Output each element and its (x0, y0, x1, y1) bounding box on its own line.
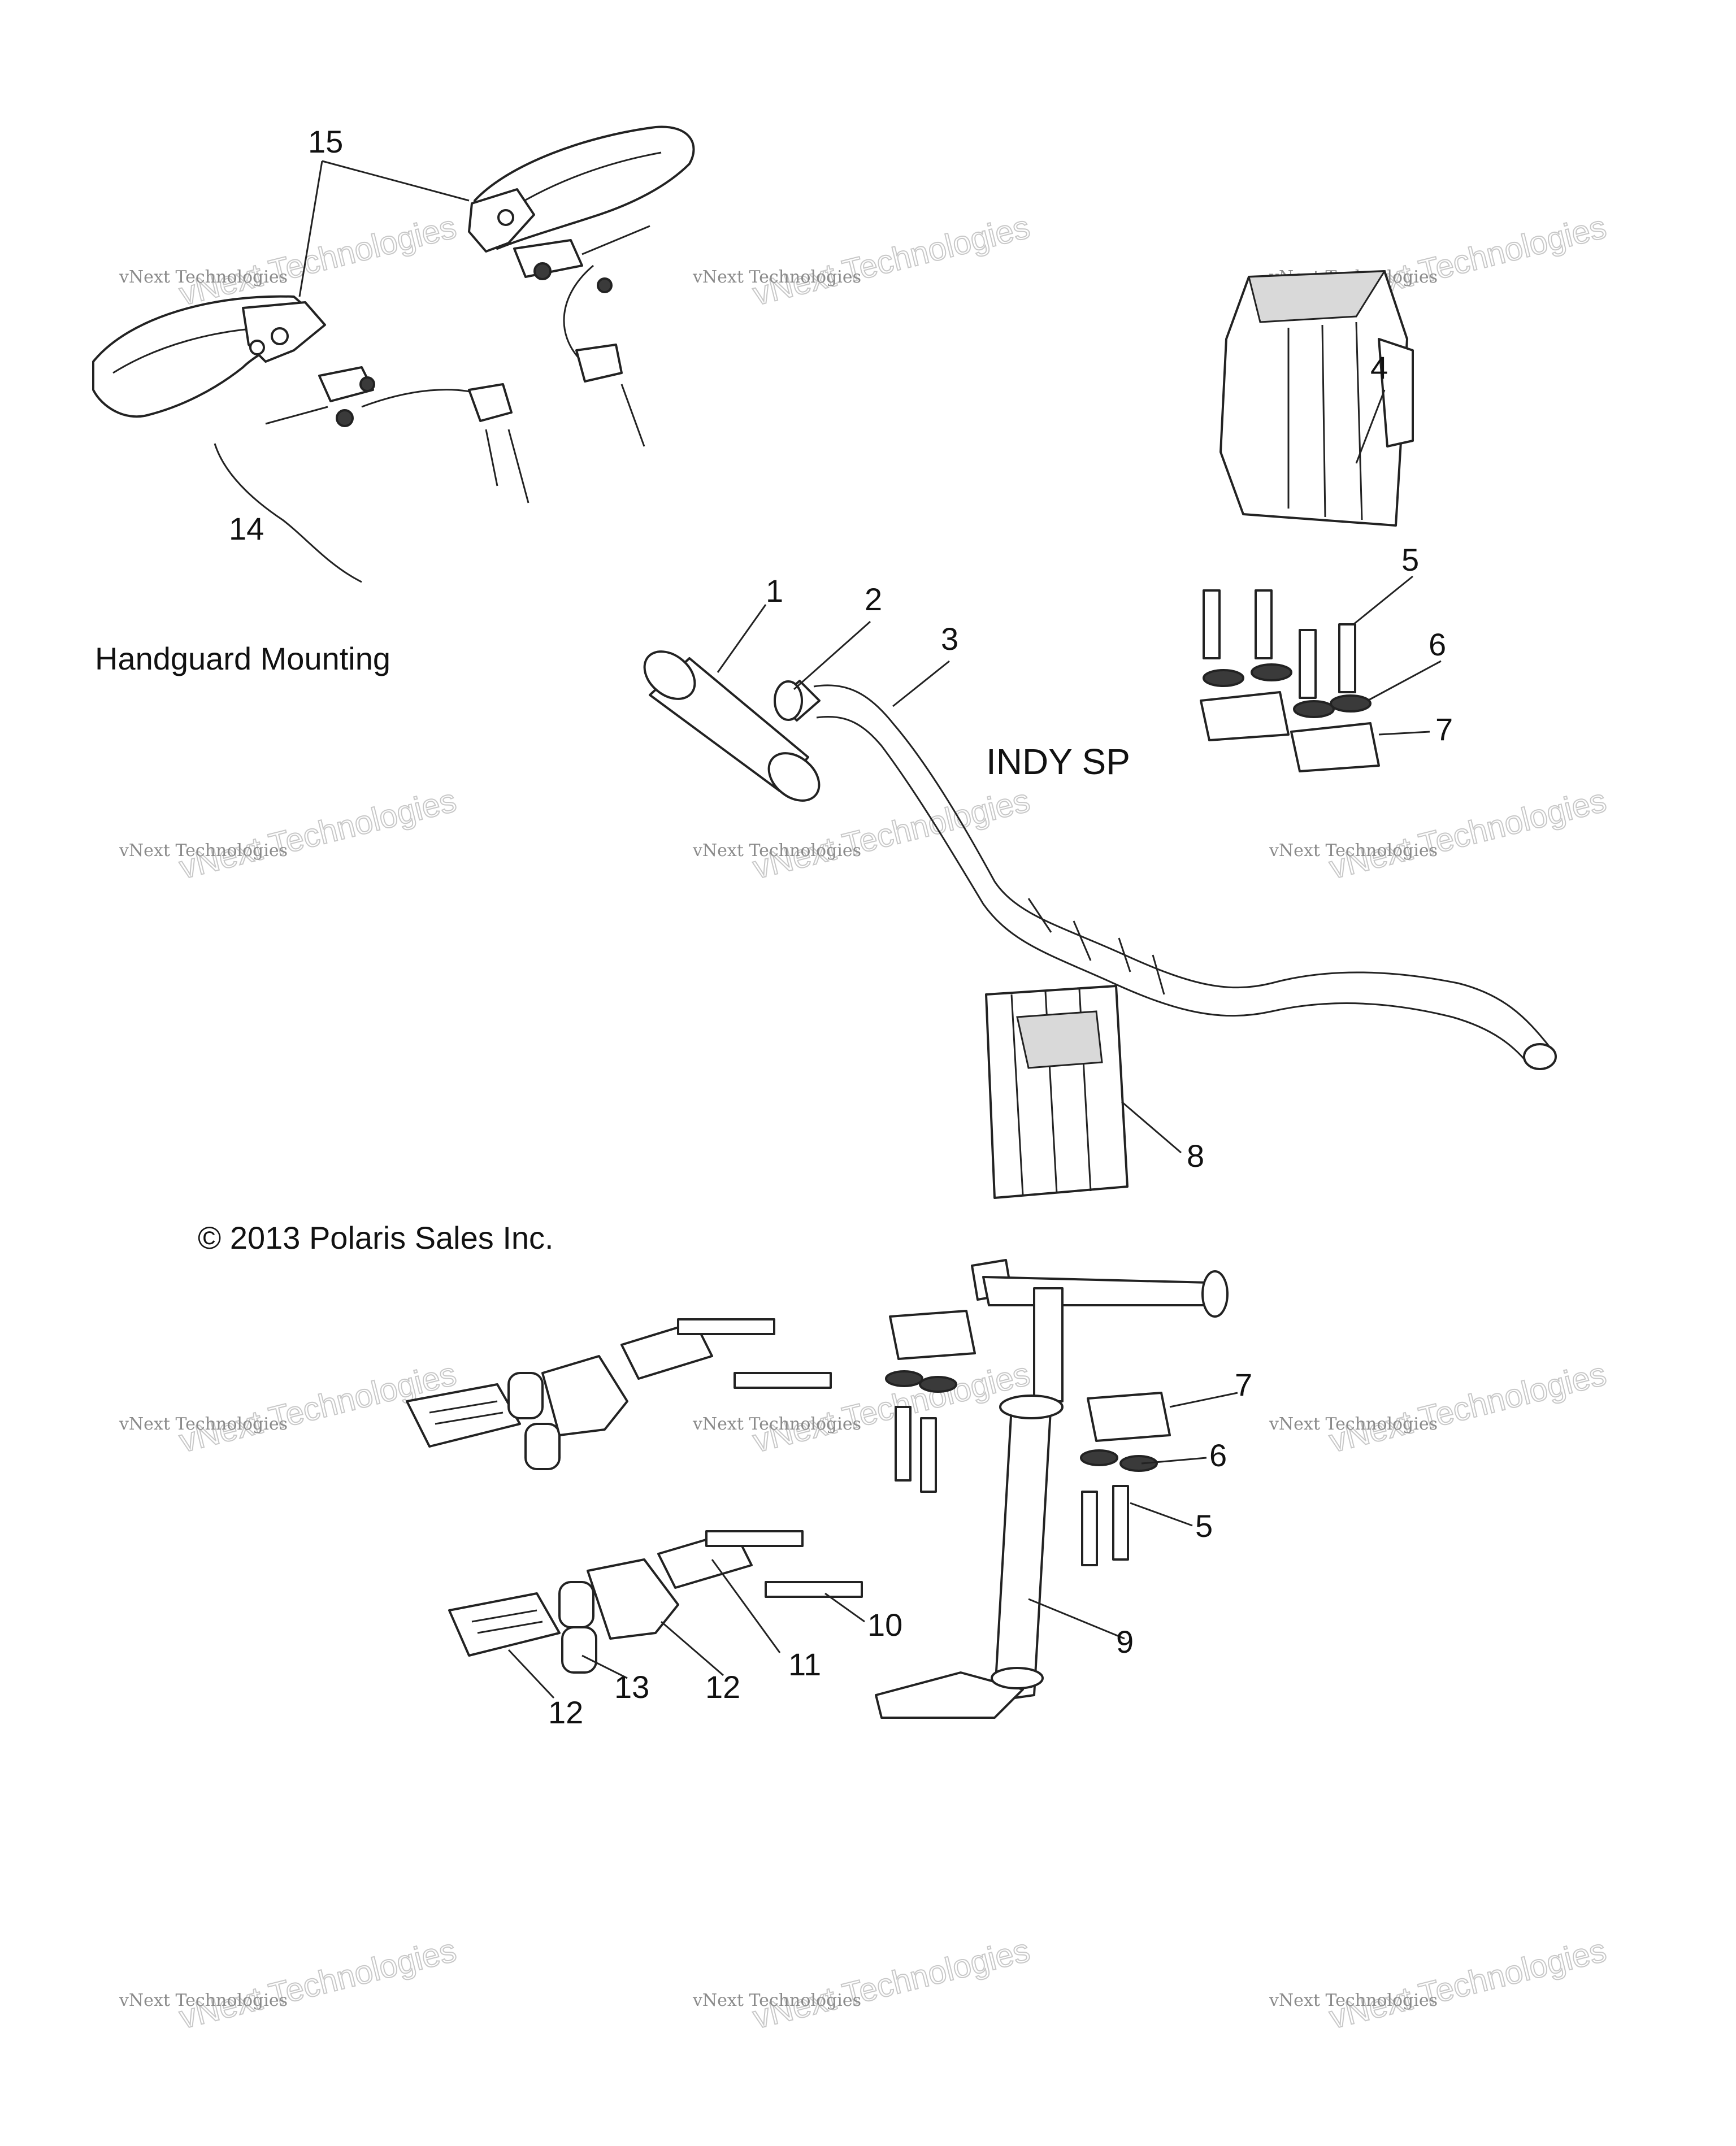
watermark-large-text: vNext Technologies (749, 1932, 1034, 2036)
callout-9: 9 (1116, 1624, 1134, 1660)
watermark-large-text: vNext Technologies (749, 208, 1034, 312)
part-4-handlebar-pad (1219, 270, 1414, 527)
callout-12a: 12 (705, 1669, 740, 1705)
watermark-small-text: vNext Technologies (119, 1414, 288, 1434)
watermark-large-text: vNext Technologies (1326, 1356, 1610, 1459)
watermark-small-text: vNext Technologies (1269, 1414, 1438, 1434)
callout-1: 1 (766, 573, 783, 609)
watermark-small-text: vNext Technologies (119, 267, 288, 287)
watermark-small-text: vNext Technologies (692, 1991, 861, 2010)
callout-6: 6 (1429, 627, 1446, 662)
callout-14: 14 (229, 511, 264, 546)
riser-assembly-upper (406, 1318, 832, 1470)
callout-6b: 6 (1209, 1437, 1227, 1473)
riser-assembly-lower (448, 1530, 863, 1674)
part-5-7-clamp-set-top (1200, 589, 1380, 772)
watermark-large-text: vNext Technologies (1326, 1932, 1610, 2036)
callout-3: 3 (941, 621, 958, 657)
watermark-large-text: vNext Technologies (176, 1932, 460, 2036)
model-label: INDY SP (986, 741, 1130, 782)
watermark-small-text: vNext Technologies (692, 267, 861, 287)
leader-lines (507, 389, 1442, 1699)
handguard-assembly (92, 125, 695, 583)
callout-12b: 12 (548, 1695, 583, 1730)
callout-7: 7 (1435, 711, 1453, 747)
part-9-steering-post (875, 1259, 1229, 1719)
callout-11: 11 (788, 1647, 821, 1682)
callout-5: 5 (1401, 542, 1419, 577)
watermark-small-text: vNext Technologies (692, 841, 861, 861)
watermark-large-text: vNext Technologies (176, 208, 460, 312)
callout-8: 8 (1187, 1138, 1204, 1174)
part-8-riser-block (985, 985, 1129, 1199)
callout-15: 15 (308, 124, 343, 159)
part-3-handlebar (813, 684, 1557, 1070)
watermark-large-text: vNext Technologies (749, 1356, 1034, 1459)
callout-13: 13 (614, 1669, 649, 1705)
callout-7b: 7 (1235, 1367, 1252, 1402)
handguard-caption: Handguard Mounting (95, 641, 390, 676)
watermark-large-text: vNext Technologies (1326, 782, 1610, 886)
watermark-small-text: vNext Technologies (119, 1991, 288, 2010)
watermark-small-text: vNext Technologies (1269, 841, 1438, 861)
part-2-bar-end-sleeve (774, 680, 821, 722)
callout-2: 2 (865, 581, 882, 617)
part-1-grip-tube (643, 650, 821, 802)
callout-5b: 5 (1195, 1508, 1213, 1544)
watermark-small-text: vNext Technologies (119, 841, 288, 861)
part-5-7-clamp-set-lower (885, 1310, 1171, 1566)
callout-labels: 1 2 3 4 5 6 7 8 7 6 5 9 10 11 12 13 12 1… (229, 124, 1453, 1730)
watermark-large-text: vNext Technologies (176, 782, 460, 886)
copyright-text: © 2013 Polaris Sales Inc. (198, 1220, 554, 1256)
watermark-small-text: vNext Technologies (692, 1414, 861, 1434)
watermark-small-text: vNext Technologies (1269, 1991, 1438, 2010)
callout-4: 4 (1370, 350, 1388, 385)
callout-10: 10 (867, 1607, 902, 1643)
